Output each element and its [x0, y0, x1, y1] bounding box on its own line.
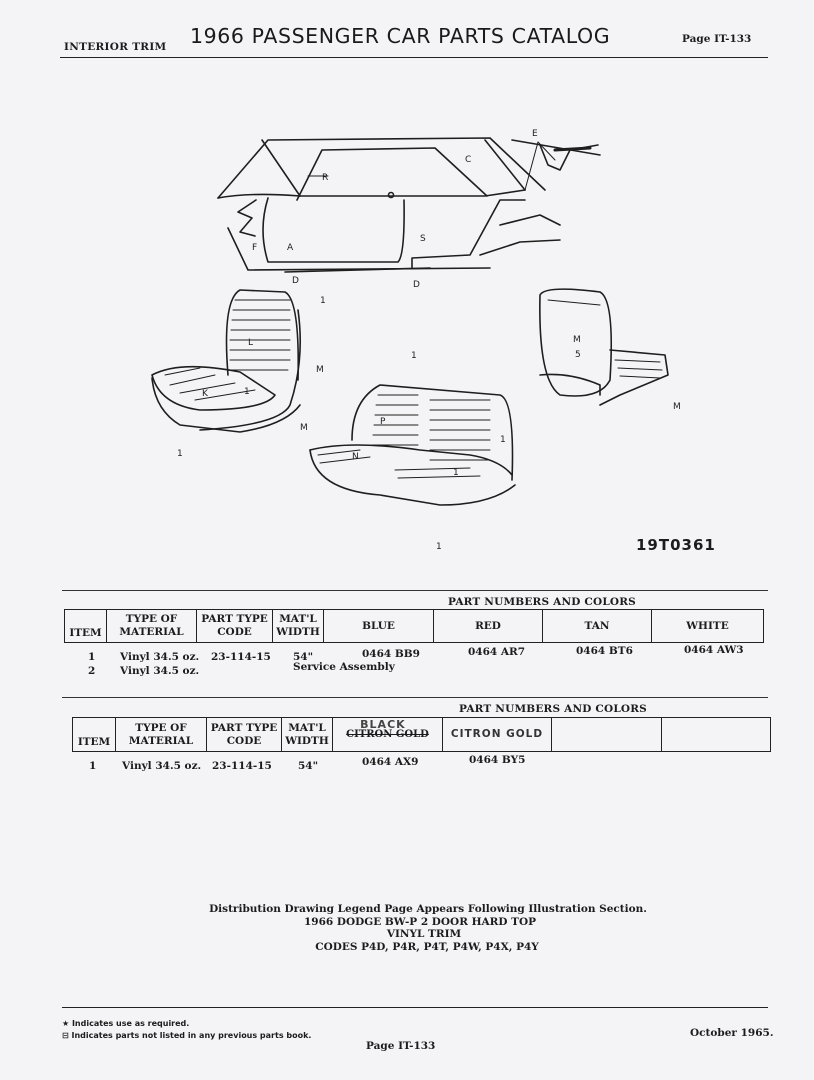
legend-line-2: 1966 DODGE BW-P 2 DOOR HARD TOP — [303, 915, 536, 928]
col-item: ITEM — [64, 609, 107, 643]
svg-text:1: 1 — [411, 351, 417, 361]
header-rule — [60, 57, 768, 58]
seat-back-callouts: M 5 M — [573, 335, 681, 412]
rear-seat-callouts: 1 P N 1 1 1 — [352, 351, 506, 552]
front-seat-callouts: 1 L M K 1 M 1 — [177, 296, 326, 459]
svg-text:M: M — [573, 335, 581, 345]
svg-text:1: 1 — [177, 449, 183, 459]
table2-group-label: PART NUMBERS AND COLORS — [459, 703, 647, 715]
body-callouts: R C E F A S D D — [252, 129, 538, 290]
svg-text:C: C — [465, 155, 471, 165]
page-number-bottom: Page IT-133 — [366, 1040, 436, 1052]
table1-group-label: PART NUMBERS AND COLORS — [448, 596, 636, 608]
svg-text:F: F — [252, 243, 257, 253]
legend-line-4: CODES P4D, P4R, P4T, P4W, P4X, P4Y — [315, 940, 539, 953]
svg-text:1: 1 — [244, 387, 250, 397]
svg-text:1: 1 — [500, 435, 506, 445]
svg-text:5: 5 — [575, 350, 581, 360]
col-red: RED — [433, 609, 543, 643]
col-blue: BLUE — [323, 609, 434, 643]
section-label: INTERIOR TRIM — [64, 41, 167, 53]
col-item: ITEM — [72, 717, 116, 752]
svg-text:N: N — [352, 452, 359, 462]
svg-text:M: M — [316, 365, 324, 375]
svg-text:P: P — [380, 417, 386, 427]
col-tan: TAN — [542, 609, 652, 643]
col-white: WHITE — [651, 609, 764, 643]
svg-text:1: 1 — [453, 468, 459, 478]
page-number-top: Page IT-133 — [682, 33, 752, 45]
rear-seat-drawing — [309, 384, 516, 506]
footnote-star: ★ Indicates use as required. — [62, 1019, 190, 1028]
interior-trim-illustration: R C E F A S D D 1 L M K 1 M 1 — [151, 129, 681, 552]
section-rule-1 — [62, 590, 768, 591]
col-black: CITRON GOLD BLACK — [332, 717, 443, 752]
struck-color-label: CITRON GOLD — [346, 729, 429, 740]
svg-text:L: L — [248, 338, 253, 348]
figure-id: 19T0361 — [636, 536, 716, 554]
legend-block: Distribution Drawing Legend Page Appears… — [0, 903, 814, 953]
svg-text:S: S — [420, 234, 426, 244]
legend-line-3: VINYL TRIM — [386, 928, 462, 940]
svg-text:1: 1 — [320, 296, 326, 306]
publication-date: October 1965. — [690, 1027, 774, 1039]
footnote-box: ⊟ Indicates parts not listed in any prev… — [62, 1031, 312, 1040]
svg-text:K: K — [202, 389, 209, 399]
legend-line-1: Distribution Drawing Legend Page Appears… — [209, 903, 647, 915]
front-seat-drawing — [151, 289, 302, 433]
col-empty-3 — [551, 717, 662, 752]
seat-back-drawing — [539, 288, 669, 406]
footer-rule — [62, 1007, 768, 1008]
svg-text:E: E — [532, 129, 538, 139]
svg-text:A: A — [287, 243, 294, 253]
col-empty-4 — [661, 717, 771, 752]
car-body-drawing — [217, 137, 601, 273]
col-citron-gold: CITRON GOLD — [442, 717, 552, 752]
svg-text:D: D — [413, 280, 420, 290]
handwritten-color-label: BLACK — [360, 718, 406, 731]
section-rule-2 — [62, 697, 768, 698]
svg-text:D: D — [292, 276, 299, 286]
catalog-title: 1966 PASSENGER CAR PARTS CATALOG — [190, 24, 611, 48]
svg-text:1: 1 — [436, 542, 442, 552]
svg-text:R: R — [322, 173, 328, 183]
svg-text:M: M — [300, 423, 308, 433]
svg-text:M: M — [673, 402, 681, 412]
